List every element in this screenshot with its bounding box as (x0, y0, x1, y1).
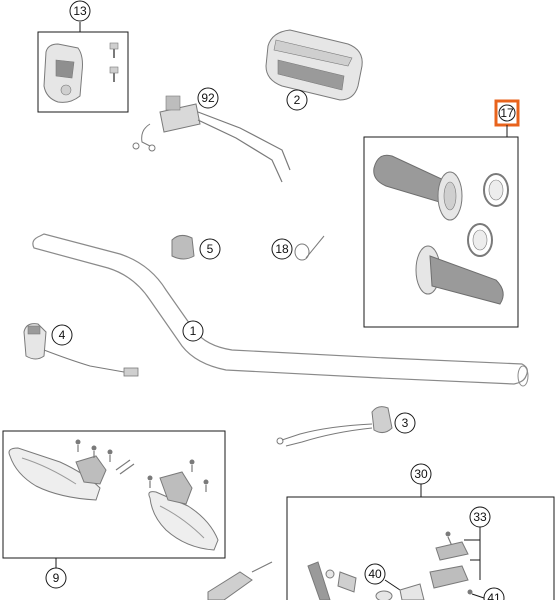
group-30-box (286, 496, 555, 600)
lever-cover (435, 541, 469, 561)
part-group-3[interactable]: 3 (276, 406, 416, 447)
callout-18-label: 18 (275, 242, 289, 256)
callout-17-label: 17 (500, 106, 514, 120)
callout-18-circle (271, 238, 293, 260)
callout-9-circle (45, 567, 67, 589)
callout-41-circle (483, 587, 505, 600)
callout-13-circle (69, 0, 91, 22)
screw-icon (119, 463, 135, 475)
callout-5-circle (199, 238, 221, 260)
switch-button (60, 84, 72, 96)
bolt-icon (107, 449, 113, 462)
callout-9-label: 9 (53, 571, 60, 585)
piston-part (337, 571, 357, 593)
group-17-box (363, 136, 519, 328)
screw-icon (109, 66, 119, 82)
callout-92-label: 92 (201, 91, 215, 105)
group-9-box (2, 430, 226, 559)
part-group-17[interactable]: 17 (363, 99, 520, 328)
callout-1-circle (182, 320, 204, 342)
part-group-41[interactable]: 41 (467, 587, 505, 600)
wire-connector (276, 437, 284, 445)
throttle-cable (197, 119, 283, 183)
cap-part (375, 590, 393, 600)
clutch-master-cylinder (207, 561, 273, 600)
throttle-housing (159, 103, 201, 133)
callout-41-label: 41 (487, 591, 501, 600)
pad-top-face (273, 39, 353, 67)
bolt-icon (147, 475, 153, 488)
callout-33-leader (464, 527, 481, 580)
mount-bracket (159, 471, 193, 505)
switch-housing-detail (55, 59, 75, 79)
bolt-icon (203, 479, 209, 492)
bolt-icon (445, 531, 453, 547)
throttle-cable (197, 111, 291, 171)
grip-right (415, 245, 504, 305)
switch-wire (141, 123, 151, 147)
callout-40-label: 40 (368, 567, 382, 581)
callout-2-circle (286, 89, 308, 111)
callout-5-label: 5 (207, 242, 214, 256)
callout-3-circle (394, 412, 416, 434)
part-group-30[interactable]: 30 33 40 41 (286, 463, 555, 600)
callout-30-label: 30 (414, 467, 428, 481)
wire-plug (123, 367, 139, 377)
bolt-icon (467, 589, 473, 595)
washer-part (325, 569, 335, 579)
callout-13-label: 13 (73, 4, 87, 18)
switch-button (27, 325, 41, 335)
callout-2-label: 2 (294, 93, 301, 107)
kill-switch-wire (281, 423, 373, 441)
pad-logo-strip (277, 59, 345, 91)
grip-cam-ring (483, 173, 509, 207)
spring-part (307, 561, 331, 600)
callout-17-circle (498, 104, 516, 122)
reservoir-part (399, 583, 425, 600)
hand-guard-left-detail (21, 457, 77, 485)
bolt-icon (189, 459, 195, 472)
cable-tie-tail (305, 235, 325, 259)
grip-left (373, 154, 463, 221)
part-group-92[interactable]: 92 (132, 87, 291, 183)
screw-icon (109, 42, 119, 58)
part-group-18[interactable]: 18 (271, 235, 325, 261)
callout-41-leader (471, 593, 485, 599)
callout-3-label: 3 (402, 416, 409, 430)
bolt-icon (75, 439, 81, 452)
group-13-box (37, 31, 129, 113)
part-group-33[interactable]: 33 (429, 506, 491, 589)
part-group-13[interactable]: 13 (37, 0, 129, 113)
grip-cam-ring (467, 223, 493, 257)
kill-switch-wire (285, 427, 373, 447)
callout-4-circle (51, 324, 73, 346)
callout-4-label: 4 (59, 328, 66, 342)
hand-guard-right-detail (159, 505, 205, 539)
callout-1-label: 1 (190, 324, 197, 338)
callout-33-label: 33 (473, 510, 487, 524)
part-group-4[interactable]: 4 (23, 323, 139, 377)
callout-40-leader (384, 579, 401, 591)
lever-cover (429, 565, 469, 589)
wire-connector (148, 144, 156, 152)
throttle-housing-cap (165, 95, 181, 111)
part-group-40[interactable]: 40 (307, 561, 425, 600)
mount-bracket (75, 455, 107, 485)
wire-connector (132, 142, 140, 150)
handlebar-end (517, 365, 529, 387)
part-group-9[interactable]: 9 (2, 430, 226, 589)
callout-92-circle (197, 87, 219, 109)
part-group-5[interactable]: 5 (171, 234, 221, 260)
part-group-1[interactable]: 1 (32, 233, 529, 387)
bolt-icon (91, 445, 97, 458)
clamp-part (171, 234, 195, 260)
screw-icon (115, 459, 131, 471)
kill-switch-body (371, 406, 393, 434)
callout-40-circle (364, 563, 386, 585)
switch-wire (43, 349, 125, 373)
part-group-2[interactable]: 2 (265, 29, 363, 111)
cable-tie-loop (294, 243, 310, 261)
